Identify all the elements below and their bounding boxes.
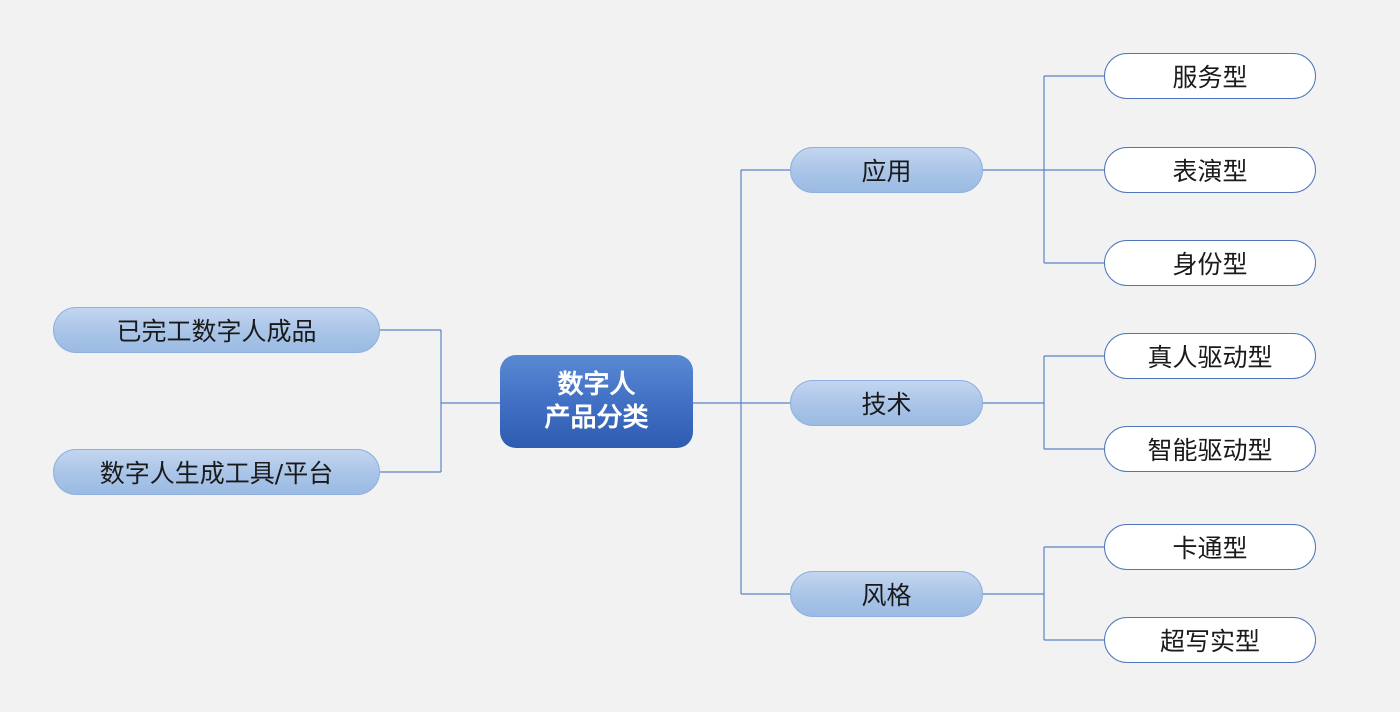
branch-finished-digital-human: 已完工数字人成品 <box>53 307 380 353</box>
branch-label: 应用 <box>861 157 912 186</box>
branch-label: 数字人生成工具/平台 <box>99 459 334 488</box>
leaf-hyperrealistic-type: 超写实型 <box>1104 617 1316 663</box>
leaf-ai-driven-type: 智能驱动型 <box>1104 426 1316 472</box>
center-node: 数字人 产品分类 <box>500 355 693 448</box>
leaf-human-driven-type: 真人驱动型 <box>1104 333 1316 379</box>
leaf-identity-type: 身份型 <box>1104 240 1316 286</box>
branch-label: 技术 <box>861 390 912 419</box>
leaf-label: 卡通型 <box>1172 534 1248 563</box>
branch-application: 应用 <box>790 147 983 193</box>
leaf-label: 身份型 <box>1172 250 1248 279</box>
leaf-performance-type: 表演型 <box>1104 147 1316 193</box>
branch-label: 已完工数字人成品 <box>116 317 317 346</box>
leaf-label: 超写实型 <box>1159 627 1260 656</box>
center-label-line1: 数字人 <box>557 369 636 400</box>
leaf-label: 真人驱动型 <box>1147 343 1273 372</box>
leaf-cartoon-type: 卡通型 <box>1104 524 1316 570</box>
branch-generation-tools: 数字人生成工具/平台 <box>53 449 380 495</box>
leaf-service-type: 服务型 <box>1104 53 1316 99</box>
leaf-label: 服务型 <box>1172 63 1248 92</box>
leaf-label: 表演型 <box>1172 157 1248 186</box>
branch-technology: 技术 <box>790 380 983 426</box>
branch-label: 风格 <box>861 581 912 610</box>
center-label-line2: 产品分类 <box>544 402 649 433</box>
branch-style: 风格 <box>790 571 983 617</box>
leaf-label: 智能驱动型 <box>1147 436 1273 465</box>
